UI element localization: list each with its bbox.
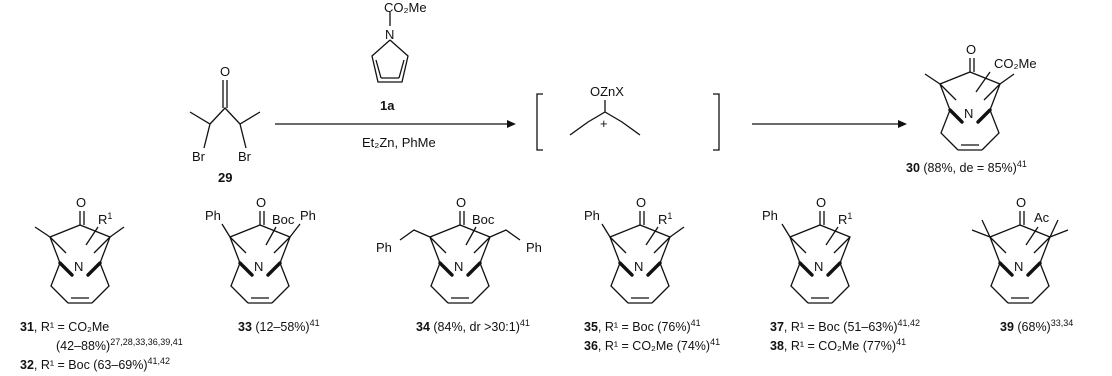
r1-label: R1 xyxy=(658,211,672,227)
caption-31-yield: (42–88%)27,28,33,36,39,41 xyxy=(56,337,183,353)
nitrogen-label: N xyxy=(814,259,823,274)
bromine-label: Br xyxy=(192,149,206,164)
oxy-group-label: OZnX xyxy=(590,84,624,99)
r1-label: R1 xyxy=(838,211,852,227)
oxygen-label: O xyxy=(636,195,646,210)
ester-label: CO₂Me xyxy=(384,0,427,15)
charge-label: + xyxy=(600,116,608,131)
conditions-label: Et₂Zn, PhMe xyxy=(362,135,436,150)
ester-label: CO₂Me xyxy=(994,56,1037,71)
compound-number-29: 29 xyxy=(218,170,232,185)
example-34: Ph Ph O N Boc 34 (84%, dr >30:1)41 xyxy=(376,195,542,334)
product-caption: 30 (88%, de = 85%)41 xyxy=(906,159,1027,175)
caption-39: 39 (68%)33,34 xyxy=(1000,318,1073,334)
nitrogen-label: N xyxy=(74,259,83,274)
reaction-arrow xyxy=(752,120,907,128)
example-37-38: Ph O N R1 37, R¹ = Boc (51–63%)41,42 38,… xyxy=(762,195,920,353)
oxygen-label: O xyxy=(220,64,230,79)
caption-34: 34 (84%, dr >30:1)41 xyxy=(416,318,530,334)
caption-37: 37, R¹ = Boc (51–63%)41,42 xyxy=(770,318,920,334)
phenyl-label: Ph xyxy=(205,208,221,223)
oxygen-label: O xyxy=(966,42,976,57)
phenyl-label: Ph xyxy=(300,208,316,223)
oxyallyl-intermediate: OZnX + xyxy=(536,84,720,151)
nitrogen-label: N xyxy=(254,259,263,274)
acetyl-label: Ac xyxy=(1034,210,1050,225)
boc-label: Boc xyxy=(272,212,295,227)
caption-31: 31, R¹ = CO₂Me xyxy=(20,320,109,334)
bromine-label: Br xyxy=(238,149,252,164)
caption-36: 36, R¹ = CO₂Me (74%)41 xyxy=(584,337,720,353)
r1-label: R1 xyxy=(98,211,112,227)
caption-32: 32, R¹ = Boc (63–69%)41,42 xyxy=(20,356,170,372)
oxygen-label: O xyxy=(1016,195,1026,210)
nitrogen-label: N xyxy=(964,106,973,121)
nitrogen-label: N xyxy=(454,259,463,274)
caption-33: 33 (12–58%)41 xyxy=(238,318,320,334)
nitrogen-label: N xyxy=(385,27,394,42)
boc-label: Boc xyxy=(472,212,495,227)
oxygen-label: O xyxy=(456,195,466,210)
phenyl-label: Ph xyxy=(526,240,542,255)
oxygen-label: O xyxy=(256,195,266,210)
phenyl-label: Ph xyxy=(762,208,778,223)
oxygen-label: O xyxy=(76,195,86,210)
example-39: O N Ac 39 (68%)33,34 xyxy=(971,195,1073,334)
example-33: Ph Ph O N Boc 33 (12–58%)41 xyxy=(205,195,320,334)
product-30: O CO₂Me N 30 (88%, de = 85%)41 xyxy=(906,42,1037,175)
compound-number-1a: 1a xyxy=(380,98,395,113)
dibromoketone-29: O Br Br 29 xyxy=(189,64,261,185)
nitrogen-label: N xyxy=(634,259,643,274)
phenyl-label: Ph xyxy=(584,208,600,223)
caption-35: 35, R¹ = Boc (76%)41 xyxy=(584,318,701,334)
nitrogen-label: N xyxy=(1014,259,1023,274)
caption-38: 38, R¹ = CO₂Me (77%)41 xyxy=(770,337,906,353)
example-35-36: Ph O N R1 35, R¹ = Boc (76%)41 36, R¹ = … xyxy=(584,195,720,353)
phenyl-label: Ph xyxy=(376,240,392,255)
example-31-32: O N R1 31, R¹ = CO₂Me (42–88%)27,28,33,3… xyxy=(20,195,183,372)
oxygen-label: O xyxy=(816,195,826,210)
reaction-arrow: Et₂Zn, PhMe xyxy=(275,120,516,150)
pyrrole-reagent-1a: CO₂Me N 1a xyxy=(371,0,427,113)
